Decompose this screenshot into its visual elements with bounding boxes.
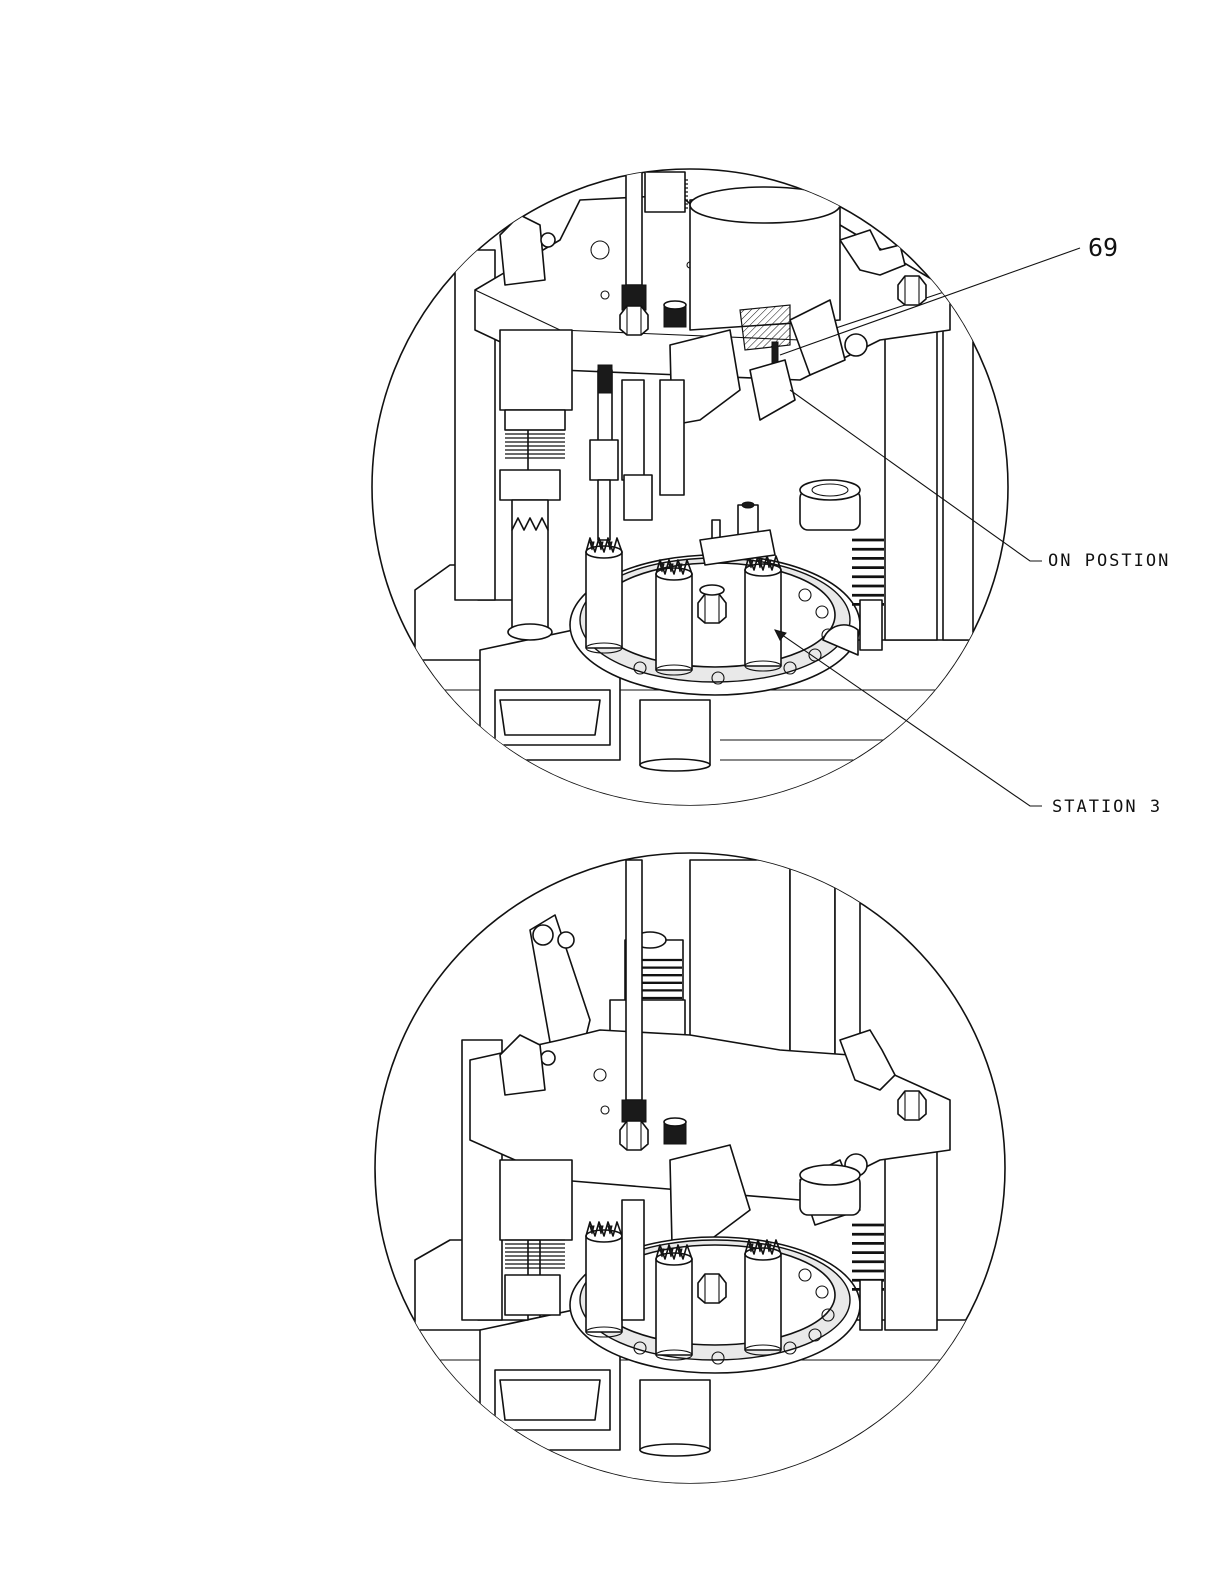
detail-view-top [372,160,1080,820]
callout-part-number: 69 [1088,233,1118,262]
callout-on-position: ON POSTION [1048,551,1170,571]
callout-station-3: STATION 3 [1052,797,1162,817]
detail-view-bottom [375,853,1010,1500]
